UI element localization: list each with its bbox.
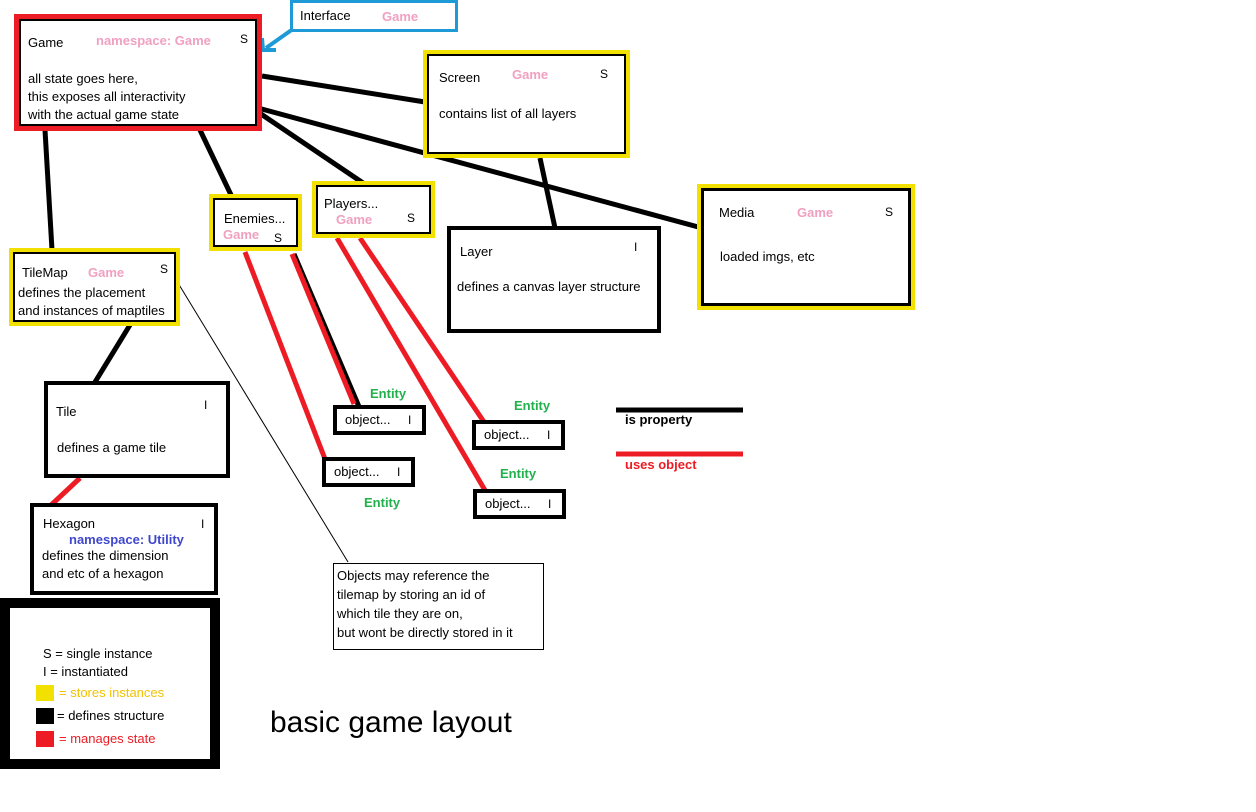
object-label: object... (345, 412, 391, 427)
layer-title: Layer (460, 244, 493, 259)
media-namespace: Game (797, 205, 834, 220)
hexagon-box: Hexagon namespace: Utility I defines the… (30, 503, 218, 595)
tilemap-desc-2: and instances of maptiles (18, 303, 165, 318)
hexagon-namespace: namespace: Utility (69, 532, 184, 547)
object-flag: I (397, 465, 401, 479)
tile-title: Tile (56, 404, 77, 419)
note-line-3: which tile they are on, (337, 606, 463, 621)
link-enemies-object1-red (289, 253, 357, 405)
screen-box: Screen Game S contains list of all layer… (423, 50, 630, 158)
note-line-1: Objects may reference the (337, 568, 490, 583)
game-title: Game (28, 35, 64, 50)
link-enemies-object2 (242, 251, 328, 460)
enemies-box: Enemies... Game S (209, 194, 302, 251)
screen-namespace: Game (512, 67, 549, 82)
note-line-4: but wont be directly stored in it (337, 625, 513, 640)
game-namespace: namespace: Game (96, 33, 211, 48)
game-desc-3: with the actual game state (28, 107, 180, 122)
object-label: object... (484, 427, 530, 442)
tilemap-title: TileMap (22, 265, 68, 280)
players-flag: S (407, 211, 416, 225)
legend-yellow-swatch (36, 685, 54, 701)
link-screen-layer (537, 157, 558, 229)
hexagon-title: Hexagon (43, 516, 96, 531)
entity-label: Entity (364, 495, 401, 510)
link-game-tilemap (42, 129, 55, 251)
hexagon-desc-1: defines the dimension (42, 548, 169, 563)
legend-black-swatch (36, 708, 54, 724)
note-line-2: tilemap by storing an id of (337, 587, 486, 602)
media-desc: loaded imgs, etc (720, 249, 815, 264)
game-flag: S (240, 32, 249, 46)
link-tilemap-note (177, 282, 349, 563)
tile-box: Tile I defines a game tile (44, 381, 230, 478)
layer-flag: I (634, 240, 638, 254)
legend-s-definition: S = single instance (43, 646, 153, 661)
enemies-title: Enemies... (224, 211, 286, 226)
players-namespace: Game (336, 212, 373, 227)
link-game-media (257, 105, 703, 231)
enemies-flag: S (274, 231, 283, 245)
media-title: Media (719, 205, 755, 220)
layer-box: Layer I defines a canvas layer structure (447, 226, 661, 333)
object-box: object... I (473, 489, 566, 519)
media-flag: S (885, 205, 894, 219)
legend-yellow-label: = stores instances (59, 685, 165, 700)
enemies-namespace: Game (223, 227, 260, 242)
legend-black-label: = defines structure (57, 708, 165, 723)
hexagon-flag: I (201, 517, 205, 531)
link-game-players (256, 109, 368, 188)
link-game-screen (261, 73, 426, 105)
object-flag: I (408, 413, 412, 427)
link-players-object3 (357, 236, 487, 424)
interface-box: Interface Game (290, 0, 458, 32)
object-box: object... I (322, 457, 415, 487)
link-game-enemies (197, 128, 235, 199)
layer-desc: defines a canvas layer structure (457, 279, 641, 294)
link-players-object4 (334, 236, 489, 494)
link-tilemap-tile (89, 318, 136, 389)
legend-red-label: = manages state (59, 731, 156, 746)
players-box: Players... Game S (312, 181, 435, 238)
legend-box: S = single instance I = instantiated = s… (0, 598, 220, 769)
object-flag: I (548, 497, 552, 511)
object-flag: I (547, 428, 551, 442)
interface-title: Interface (300, 8, 351, 23)
object-label: object... (485, 496, 531, 511)
note-box: Objects may reference the tilemap by sto… (333, 563, 544, 650)
entity-label: Entity (370, 386, 407, 401)
screen-desc: contains list of all layers (439, 106, 577, 121)
object-label: object... (334, 464, 380, 479)
object-box: object... I (472, 420, 565, 450)
hexagon-desc-2: and etc of a hexagon (42, 566, 164, 581)
diagram-title: basic game layout (270, 706, 512, 739)
legend-red-swatch (36, 731, 54, 747)
entity-label: Entity (500, 466, 537, 481)
interface-namespace: Game (382, 9, 419, 24)
link-tile-hexagon (47, 476, 82, 509)
tilemap-box: TileMap Game S defines the placement and… (9, 248, 180, 326)
screen-flag: S (600, 67, 609, 81)
legend-uses-object: uses object (625, 457, 697, 472)
tilemap-namespace: Game (88, 265, 125, 280)
tile-flag: I (204, 398, 208, 412)
media-box: Media Game S loaded imgs, etc (697, 184, 915, 310)
legend-i-definition: I = instantiated (43, 664, 128, 679)
game-desc-1: all state goes here, (28, 71, 138, 86)
game-box: Game namespace: Game S all state goes he… (14, 14, 262, 131)
entity-label: Entity (514, 398, 551, 413)
tilemap-flag: S (160, 262, 169, 276)
screen-title: Screen (439, 70, 481, 85)
object-box: object... I (333, 405, 426, 435)
legend-is-property: is property (625, 412, 693, 427)
tilemap-desc-1: defines the placement (18, 285, 146, 300)
game-desc-2: this exposes all interactivity (28, 89, 186, 104)
players-title: Players... (324, 196, 379, 211)
tile-desc: defines a game tile (57, 440, 167, 455)
